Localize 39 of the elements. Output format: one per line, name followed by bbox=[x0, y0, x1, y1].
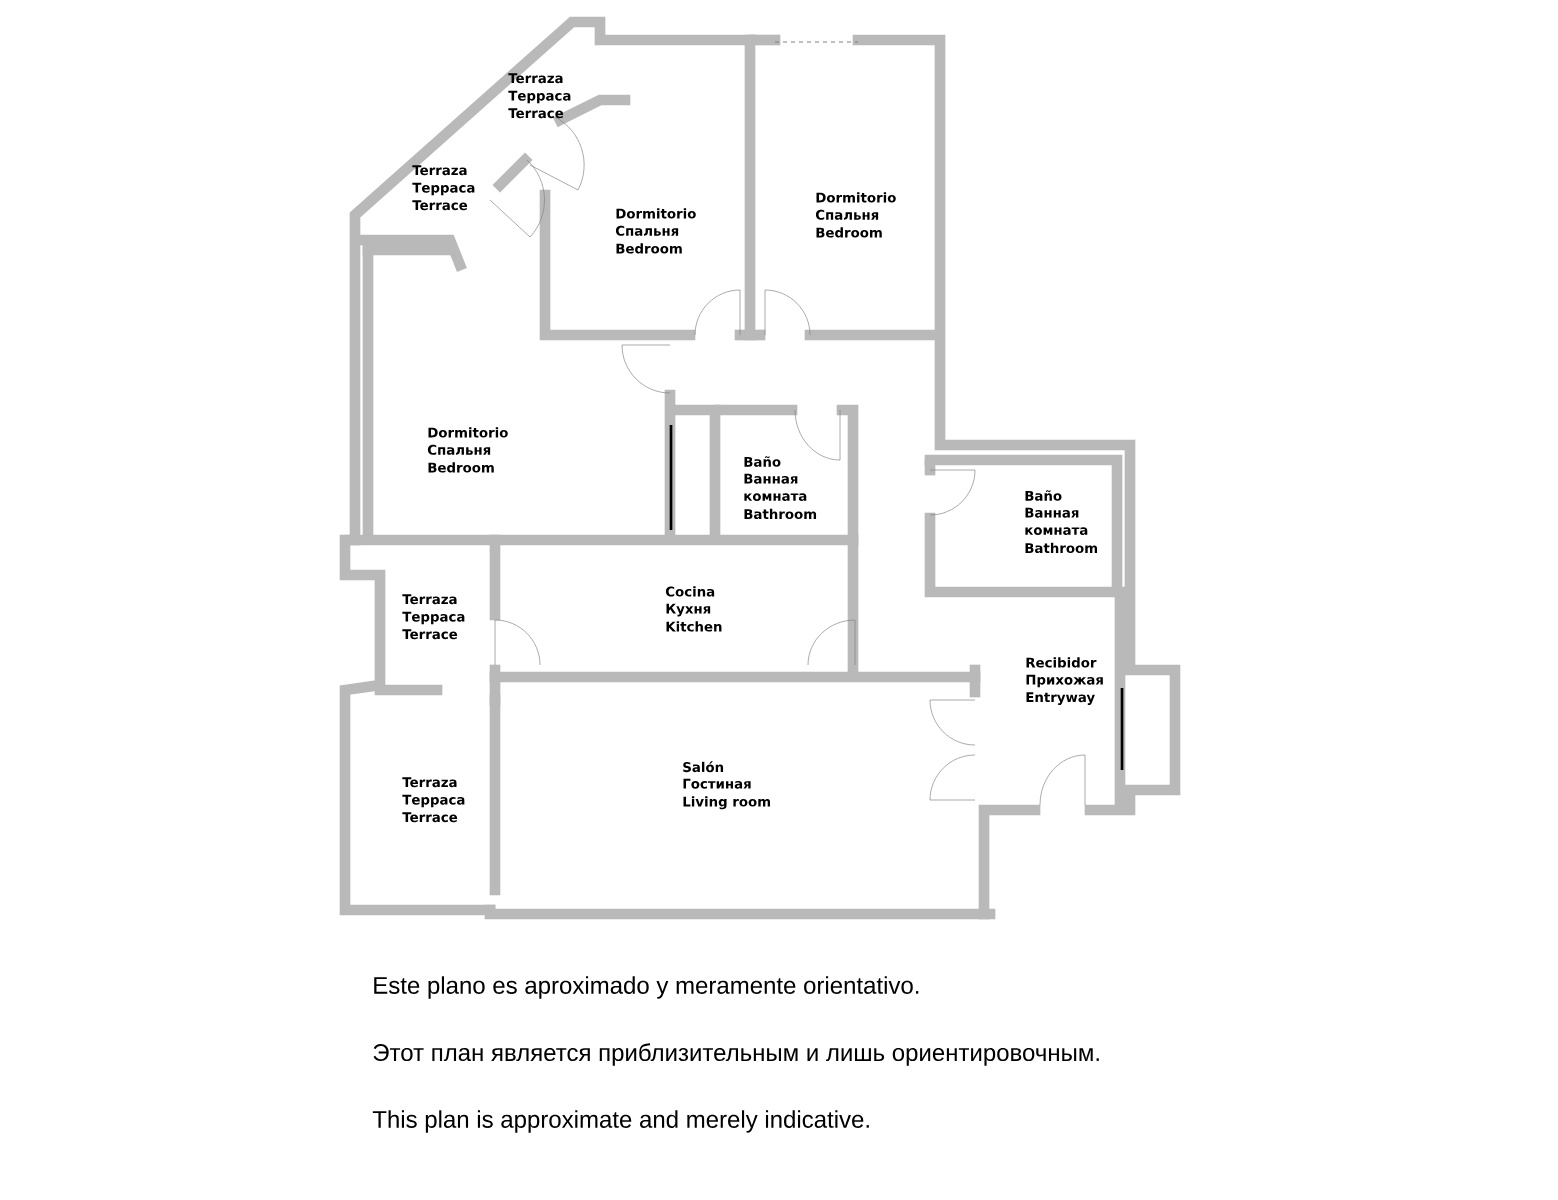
note-text: This plan is approximate and merely indicative. bbox=[372, 1110, 869, 1133]
room-label: Bathroom bbox=[1025, 542, 1098, 554]
room-label: Recibidor bbox=[1026, 657, 1097, 668]
room-label: Terrace bbox=[402, 812, 458, 823]
room-label: Terraza bbox=[412, 165, 467, 176]
room-label: Ванная комната bbox=[744, 473, 807, 501]
room-label: Salón bbox=[683, 761, 724, 773]
room-label: Терраса bbox=[412, 182, 475, 196]
room-label: Baño bbox=[744, 456, 781, 467]
room-label: Dormitorio bbox=[428, 427, 508, 438]
room-label: Bedroom bbox=[428, 462, 494, 473]
room-label: Ванная комната bbox=[1025, 507, 1088, 535]
room-label: Dormitorio bbox=[816, 192, 896, 203]
room-label: Кухня bbox=[666, 603, 711, 617]
room-label: Терраса bbox=[508, 90, 571, 104]
room-label: Прихожая bbox=[1026, 674, 1103, 688]
room-label: Гостиная bbox=[683, 778, 751, 789]
room-label: Спальня bbox=[615, 225, 679, 236]
room-label: Bedroom bbox=[816, 227, 882, 238]
room-label: Terrace bbox=[508, 108, 564, 119]
room-label: Спальня bbox=[815, 209, 879, 220]
note-text: Этот план является приблизительным и лишь ориентировочным. bbox=[373, 1043, 1099, 1066]
room-label: Living room bbox=[683, 796, 770, 810]
room-label: Terraza bbox=[402, 777, 457, 788]
room-label: Terrace bbox=[402, 629, 458, 640]
room-label: Entryway bbox=[1026, 692, 1095, 705]
room-label: Спальня bbox=[427, 444, 491, 455]
room-label: Bathroom bbox=[744, 508, 817, 520]
room-label: Dormitorio bbox=[616, 208, 696, 219]
room-label: Baño bbox=[1025, 490, 1062, 501]
room-label: Terraza bbox=[508, 73, 563, 84]
room-label: Terrace bbox=[412, 200, 468, 211]
room-label: Kitchen bbox=[666, 621, 722, 632]
room-label: Терраса bbox=[402, 794, 465, 808]
room-label: Bedroom bbox=[616, 243, 682, 254]
room-label: Терраса bbox=[402, 611, 465, 625]
room-label: Terraza bbox=[402, 594, 457, 605]
room-label: Cocina bbox=[665, 586, 715, 597]
note-text: Este plano es aproximado y meramente orientativo. bbox=[374, 976, 919, 999]
